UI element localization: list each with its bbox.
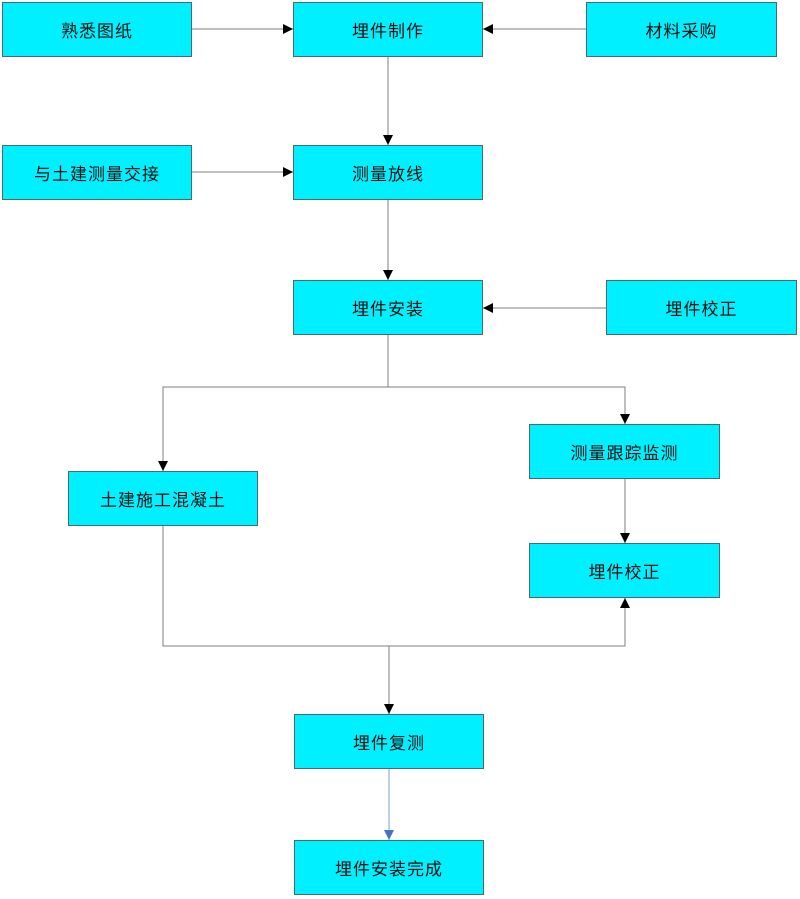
step-embedded-part-correction-bottom: 埋件校正 [529,543,720,598]
step-installation-complete: 埋件安装完成 [294,840,484,895]
step-civil-concrete-construction: 土建施工混凝土 [68,471,258,526]
step-embedded-part-installation: 埋件安装 [293,280,483,335]
step-material-procurement: 材料采购 [586,2,777,57]
connector-install-to-monitor [388,386,630,424]
step-embedded-part-fabrication: 埋件制作 [293,2,483,57]
step-familiarize-drawings: 熟悉图纸 [2,2,192,57]
connector-install-to-concrete [158,335,389,471]
step-survey-tracking-monitoring: 测量跟踪监测 [529,424,720,479]
connector-concrete-to-correct [162,526,630,647]
step-survey-handover: 与土建测量交接 [2,145,192,200]
step-embedded-part-recheck: 埋件复测 [294,714,484,769]
step-survey-layout: 测量放线 [293,145,483,200]
step-embedded-part-correction-top: 埋件校正 [606,280,797,335]
